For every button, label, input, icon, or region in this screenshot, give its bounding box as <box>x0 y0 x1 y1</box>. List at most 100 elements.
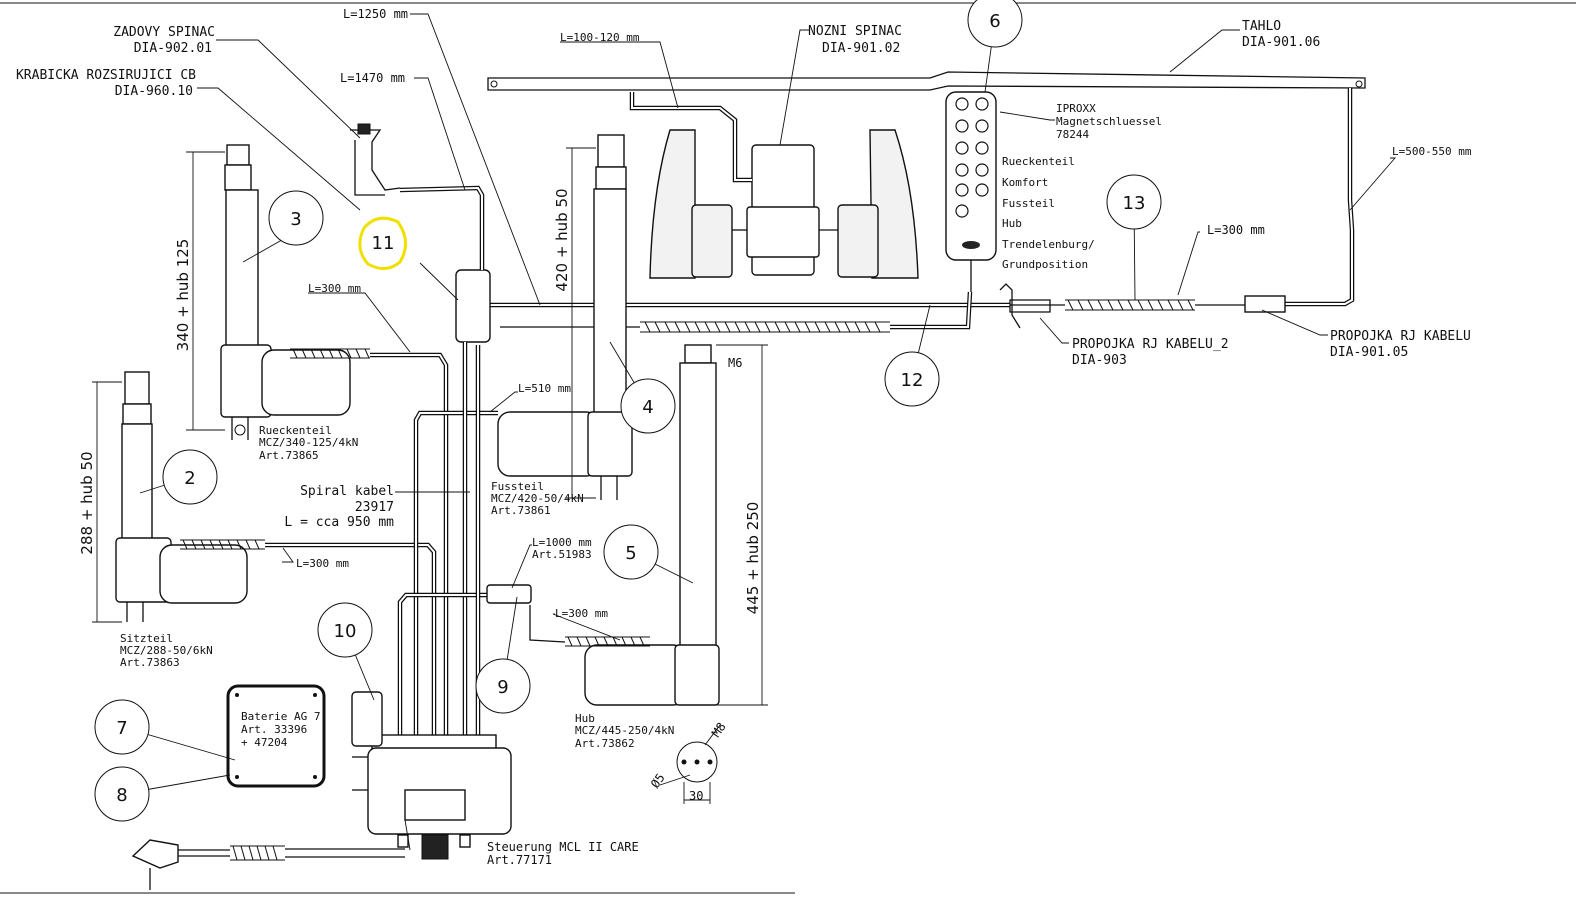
callout-5-text: 5 <box>625 543 636 564</box>
callout-12: 12 <box>884 351 940 407</box>
callout-10: 10 <box>317 602 373 658</box>
length-l100: L=100-120 mm <box>560 31 640 44</box>
callout-6-text: 6 <box>989 11 1000 32</box>
dimension-lines <box>92 147 768 706</box>
callout-6: 6 <box>967 0 1023 48</box>
callout-2: 2 <box>162 449 218 505</box>
label-baterie-art2: + 47204 <box>241 736 288 749</box>
label-tahlo-code: DIA-901.06 <box>1242 35 1320 50</box>
label-iproxx: IPROXX <box>1056 102 1096 115</box>
label-rueckenteil-art: Art.73865 <box>259 449 319 462</box>
callout-4: 4 <box>620 378 676 434</box>
label-spiral-art: 23917 <box>355 500 394 515</box>
label-sitzteil: Sitzteil <box>120 632 173 645</box>
label-rueckenteil-mcz: MCZ/340-125/4kN <box>259 436 358 449</box>
callout-5: 5 <box>603 524 659 580</box>
callout-4-text: 4 <box>642 397 653 418</box>
battery <box>226 684 326 788</box>
label-tahlo: TAHLO <box>1242 19 1281 34</box>
length-l300-5: L=300 mm <box>555 607 608 620</box>
label-zadovy-spinac-code: DIA-902.01 <box>134 41 212 56</box>
label-magnet-art: 78244 <box>1056 128 1089 141</box>
dim-d2: 288 + hub 50 <box>78 451 96 554</box>
label-steuerung-art: Art.77171 <box>487 853 552 867</box>
label-rueckenteil: Rueckenteil <box>259 424 332 437</box>
callout-12-text: 12 <box>901 370 924 391</box>
label-phi5: Ø5 <box>648 771 668 791</box>
label-baterie: Baterie AG 7 <box>241 710 320 723</box>
callout-11-text: 11 <box>372 233 395 254</box>
callout-9-text: 9 <box>497 677 508 698</box>
label-baterie-art1: Art. 33396 <box>241 723 307 736</box>
label-m8: M8 <box>709 720 729 740</box>
label-nozni-spinac: NOZNI SPINAC <box>808 24 902 39</box>
label-cable-art: Art.51983 <box>532 548 592 561</box>
length-l300-13: L=300 mm <box>1207 223 1265 237</box>
handset-hub: Hub <box>1002 217 1022 230</box>
label-zadovy-spinac: ZADOVY SPINAC <box>113 25 215 40</box>
control-unit <box>351 691 512 860</box>
callout-10-text: 10 <box>334 621 357 642</box>
highlight-mark <box>358 216 407 270</box>
handset-trendelenburg: Trendelenburg/ <box>1002 238 1095 251</box>
iproxx-handset <box>945 91 997 292</box>
expansion-box <box>350 123 491 343</box>
actuator-fussteil <box>497 134 633 500</box>
dim-d4: 420 + hub 50 <box>553 188 571 291</box>
main-cables <box>490 283 1286 333</box>
handset-grundposition: Grundposition <box>1002 258 1088 271</box>
length-l1000: L=1000 mm <box>532 536 592 549</box>
tahlo-bar <box>487 71 1366 307</box>
length-l510: L=510 mm <box>518 382 571 395</box>
length-l500: L=500-550 mm <box>1392 145 1472 158</box>
label-m6: M6 <box>728 356 742 370</box>
callout-7: 7 <box>94 699 150 755</box>
label-spiral: Spiral kabel <box>300 484 394 499</box>
dim-d3: 340 + hub 125 <box>174 239 192 352</box>
dim-d5: 445 + hub 250 <box>744 502 762 615</box>
actuator-hub <box>565 344 720 706</box>
callout-8-text: 8 <box>116 785 127 806</box>
label-fussteil: Fussteil <box>491 480 544 493</box>
label-krabicka: KRABICKA ROZSIRUJICI CB <box>16 68 196 83</box>
handset-fussteil: Fussteil <box>1002 197 1055 210</box>
callout-8: 8 <box>94 766 150 822</box>
handset-rueckenteil: Rueckenteil <box>1002 155 1075 168</box>
length-l1250: L=1250 mm <box>343 7 408 21</box>
callout-7-text: 7 <box>116 718 127 739</box>
label-krabicka-code: DIA-960.10 <box>115 84 193 99</box>
m8-detail <box>659 724 721 804</box>
label-hub-mcz: MCZ/445-250/4kN <box>575 724 674 737</box>
label-propojka2: PROPOJKA RJ KABELU_2 <box>1072 337 1229 352</box>
power-cable <box>131 839 405 890</box>
label-spiral-len: L = cca 950 mm <box>284 515 394 530</box>
label-nozni-spinac-code: DIA-901.02 <box>822 41 900 56</box>
label-hub: Hub <box>575 712 595 725</box>
actuator-rueckenteil <box>220 144 370 440</box>
label-hub-art: Art.73862 <box>575 737 635 750</box>
handset-komfort: Komfort <box>1002 176 1048 189</box>
callout-3-text: 3 <box>290 209 301 230</box>
label-magnetschluessel: Magnetschluessel <box>1056 115 1162 128</box>
callout-13-text: 13 <box>1123 193 1146 214</box>
label-steuerung: Steuerung MCL II CARE <box>487 840 639 854</box>
callout-13: 13 <box>1106 174 1162 230</box>
callout-11: 11 <box>358 216 407 270</box>
label-propojka2-code: DIA-903 <box>1072 353 1127 368</box>
cable-bundle <box>265 342 566 740</box>
label-fussteil-mcz: MCZ/420-50/4kN <box>491 492 584 505</box>
label-fussteil-art: Art.73861 <box>491 504 551 517</box>
label-propojka: PROPOJKA RJ KABELU <box>1330 329 1471 344</box>
callout-9: 9 <box>475 658 531 714</box>
length-l300-2: L=300 mm <box>296 557 349 570</box>
length-l300-3: L=300 mm <box>308 282 361 295</box>
label-d30: 30 <box>689 789 703 803</box>
length-l1470: L=1470 mm <box>340 71 405 85</box>
label-sitzteil-art: Art.73863 <box>120 656 180 669</box>
foot-switch-assembly <box>629 92 919 279</box>
actuator-sitzteil <box>115 371 265 622</box>
label-sitzteil-mcz: MCZ/288-50/6kN <box>120 644 213 657</box>
callout-2-text: 2 <box>184 468 195 489</box>
